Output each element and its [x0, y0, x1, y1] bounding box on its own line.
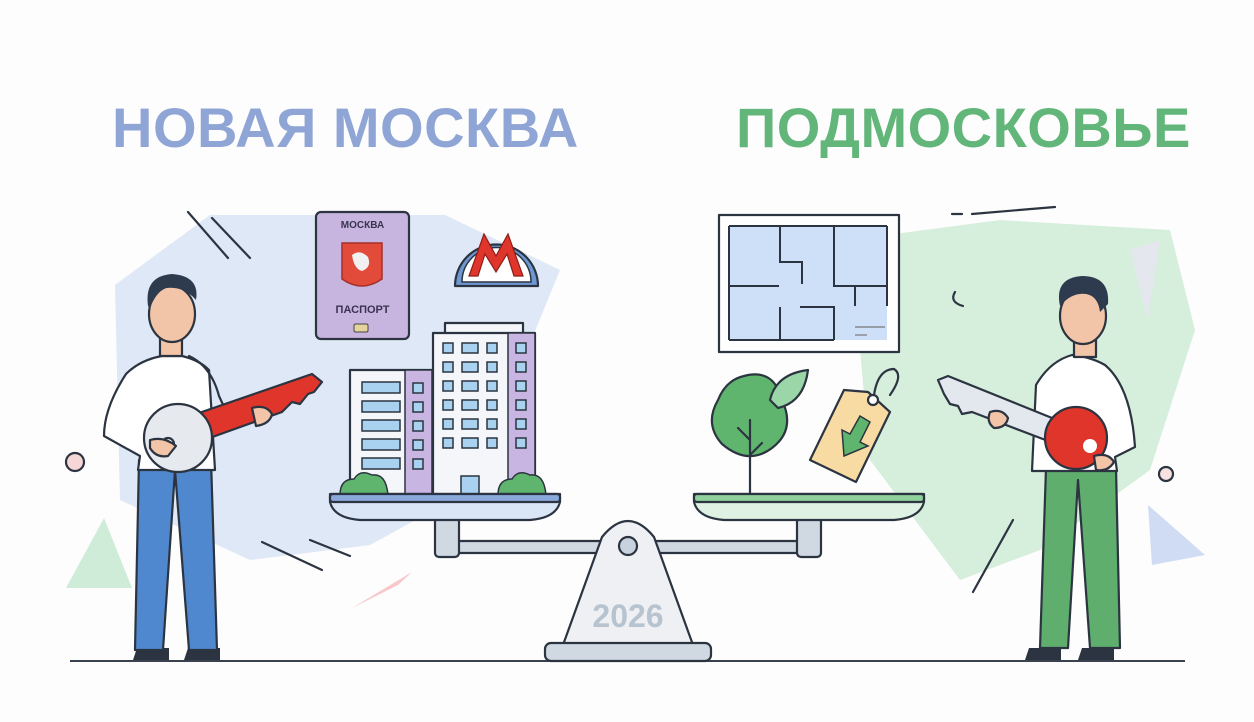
scale-year-label: 2026 [592, 598, 664, 634]
person-right-icon [936, 276, 1137, 660]
left-green-triangle [66, 518, 132, 588]
decor-lines [186, 205, 1057, 594]
tree-icon [710, 368, 810, 496]
passport-icon [314, 210, 411, 341]
title-moscow-region: ПОДМОСКОВЬЕ [736, 96, 1191, 159]
left-pink-triangle [352, 572, 412, 608]
building-icon [339, 321, 547, 497]
right-arc-doodle [952, 290, 965, 308]
price-tag-down-icon [808, 367, 900, 484]
person-left-icon [102, 274, 324, 660]
metro-icon [453, 232, 540, 288]
passport-city-label: МОСКВА [340, 220, 385, 231]
right-pink-dot [1157, 465, 1175, 483]
passport-label: ПАСПОРТ [335, 304, 390, 316]
left-pink-dot [64, 451, 86, 473]
right-grey-triangle [1130, 240, 1160, 320]
right-blue-triangle [1148, 505, 1205, 565]
floor-plan-icon [717, 213, 901, 354]
title-new-moscow: НОВАЯ МОСКВА [112, 96, 579, 159]
balance-scale-icon [328, 492, 926, 663]
